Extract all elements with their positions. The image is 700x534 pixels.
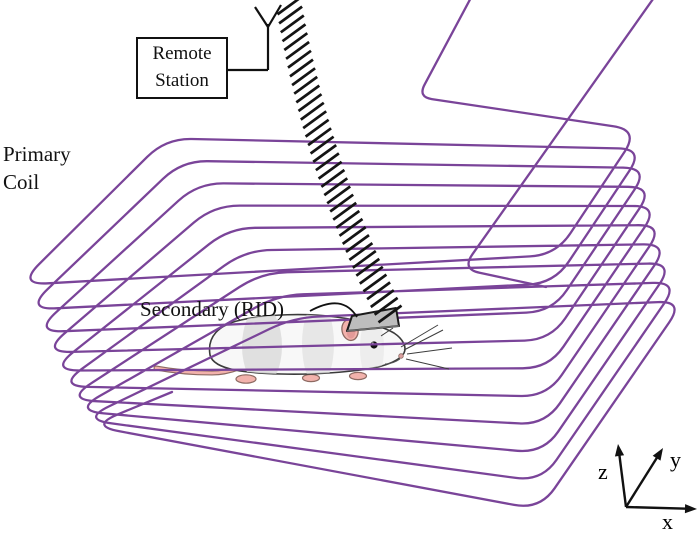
mouse-whiskers <box>380 324 453 370</box>
remote-station-line2: Station <box>155 70 209 91</box>
primary-coil-label: Primary Coil <box>3 142 71 194</box>
z-axis-label: z <box>598 459 608 484</box>
secondary-label-pointer <box>309 302 358 318</box>
rid-device <box>346 307 400 332</box>
axis-triad-icon <box>614 444 697 514</box>
y-axis-label: y <box>670 447 681 472</box>
remote-station-line1: Remote <box>152 43 212 65</box>
primary-coil-windings <box>29 0 676 507</box>
remote-station-box: Remote Station <box>136 37 228 99</box>
x-axis-label: x <box>662 509 673 534</box>
rf-link-hatched-band <box>276 0 403 324</box>
secondary-rid-label: Secondary (RID) <box>140 297 285 321</box>
antenna-icon <box>226 4 282 72</box>
